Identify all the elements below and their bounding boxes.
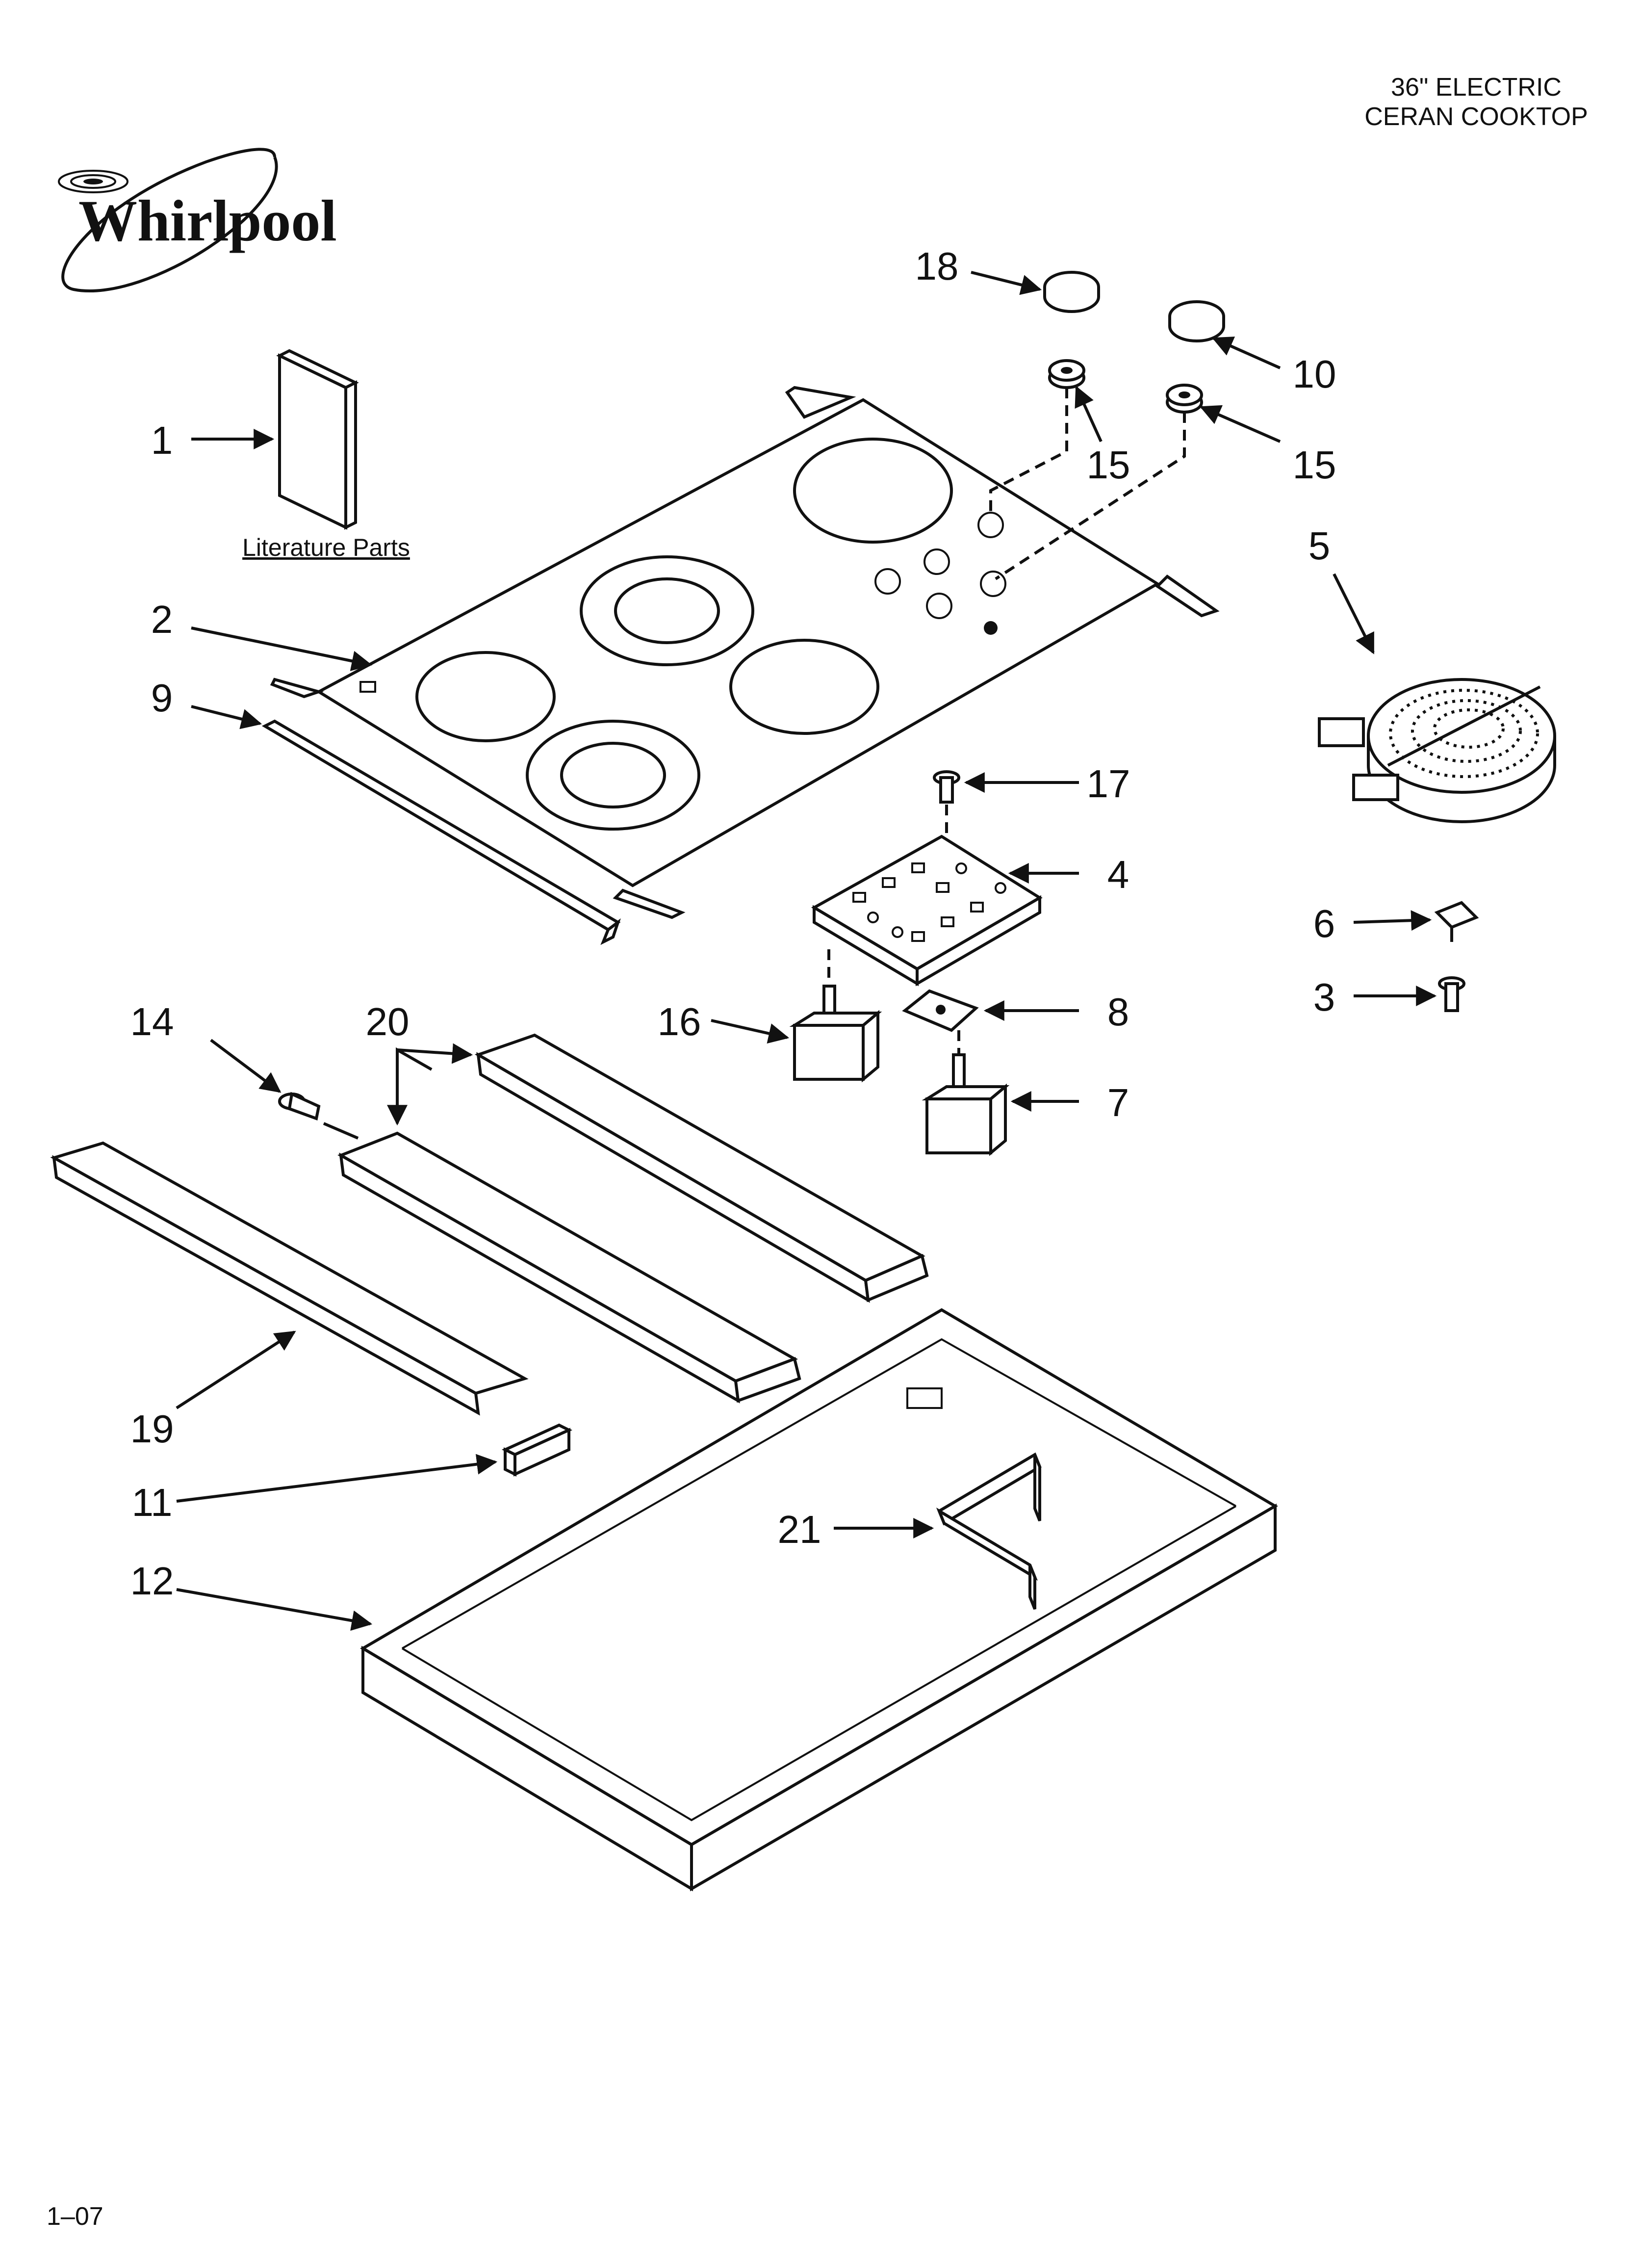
front-trim-strip bbox=[261, 719, 621, 945]
callout-9: 9 bbox=[151, 676, 173, 720]
control-board bbox=[811, 834, 1043, 987]
whirlpool-logo: Whirlpool bbox=[58, 148, 337, 292]
callout-3: 3 bbox=[1313, 975, 1335, 1019]
callout-4: 4 bbox=[1107, 853, 1129, 896]
callout-14: 14 bbox=[130, 1000, 174, 1043]
callout-15-left: 15 bbox=[1087, 443, 1130, 487]
title-line-2: CERAN COOKTOP bbox=[1364, 103, 1588, 131]
bezel-right bbox=[1166, 384, 1203, 414]
callout-15-right: 15 bbox=[1293, 443, 1336, 487]
relay-16 bbox=[789, 949, 882, 1083]
bracket-21 bbox=[936, 1452, 1042, 1610]
clip-6 bbox=[1434, 901, 1479, 942]
base-pan bbox=[360, 1308, 1278, 1892]
callout-11: 11 bbox=[131, 1481, 172, 1524]
callout-12: 12 bbox=[130, 1559, 174, 1603]
callout-10: 10 bbox=[1293, 352, 1336, 396]
knob-right bbox=[1168, 300, 1225, 342]
bezel-left bbox=[1048, 359, 1085, 389]
knob-left bbox=[1043, 271, 1100, 313]
callout-6: 6 bbox=[1313, 902, 1335, 945]
callout-8: 8 bbox=[1107, 990, 1129, 1034]
callout-2: 2 bbox=[151, 598, 173, 641]
callout-20: 20 bbox=[366, 1000, 410, 1043]
callout-18: 18 bbox=[915, 244, 959, 288]
relay-7 bbox=[922, 1030, 1010, 1156]
callout-19: 19 bbox=[130, 1407, 174, 1451]
screw-17 bbox=[933, 770, 960, 804]
callout-17: 17 bbox=[1087, 762, 1130, 806]
callout-1: 1 bbox=[151, 418, 173, 462]
brand-wordmark: Whirlpool bbox=[78, 188, 337, 253]
callout-16: 16 bbox=[658, 1000, 701, 1043]
title-line-1: 36" ELECTRIC bbox=[1391, 73, 1562, 102]
support-channel-front bbox=[337, 1131, 801, 1404]
bolt-14 bbox=[278, 1092, 321, 1121]
pad-8 bbox=[902, 989, 979, 1032]
literature-booklet bbox=[276, 349, 359, 530]
radiant-element bbox=[1318, 678, 1556, 823]
rail-19 bbox=[50, 1141, 529, 1416]
callout-21: 21 bbox=[778, 1508, 821, 1551]
bracket-11 bbox=[502, 1423, 572, 1477]
screw-3 bbox=[1438, 976, 1465, 1012]
page-code: 1–07 bbox=[47, 2202, 103, 2231]
support-channel-rear bbox=[474, 1033, 929, 1303]
glass-cooktop bbox=[270, 386, 1220, 919]
callout-7: 7 bbox=[1107, 1081, 1129, 1124]
callout-5: 5 bbox=[1308, 524, 1331, 568]
literature-parts-label: Literature Parts bbox=[242, 534, 410, 561]
